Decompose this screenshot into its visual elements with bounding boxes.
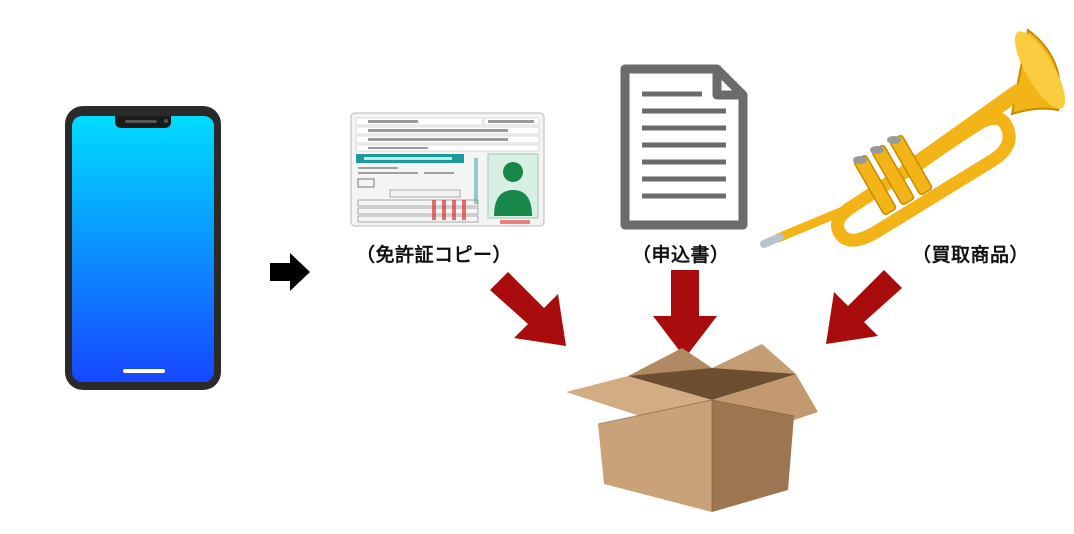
red-arrow-left	[486, 268, 576, 352]
label-application-form: （申込書）	[632, 244, 730, 266]
red-arrow-center	[651, 268, 719, 360]
red-arrow-right	[816, 266, 906, 350]
open-cardboard-box-icon	[562, 338, 822, 516]
driver-license-icon	[350, 112, 545, 227]
document-icon	[620, 64, 748, 230]
label-purchase-item: （買取商品）	[912, 244, 1030, 266]
label-license-copy: （免許証コピー）	[356, 244, 513, 266]
trumpet-icon	[758, 22, 1068, 252]
smartphone-icon	[63, 104, 225, 392]
black-arrow-icon	[268, 252, 312, 292]
